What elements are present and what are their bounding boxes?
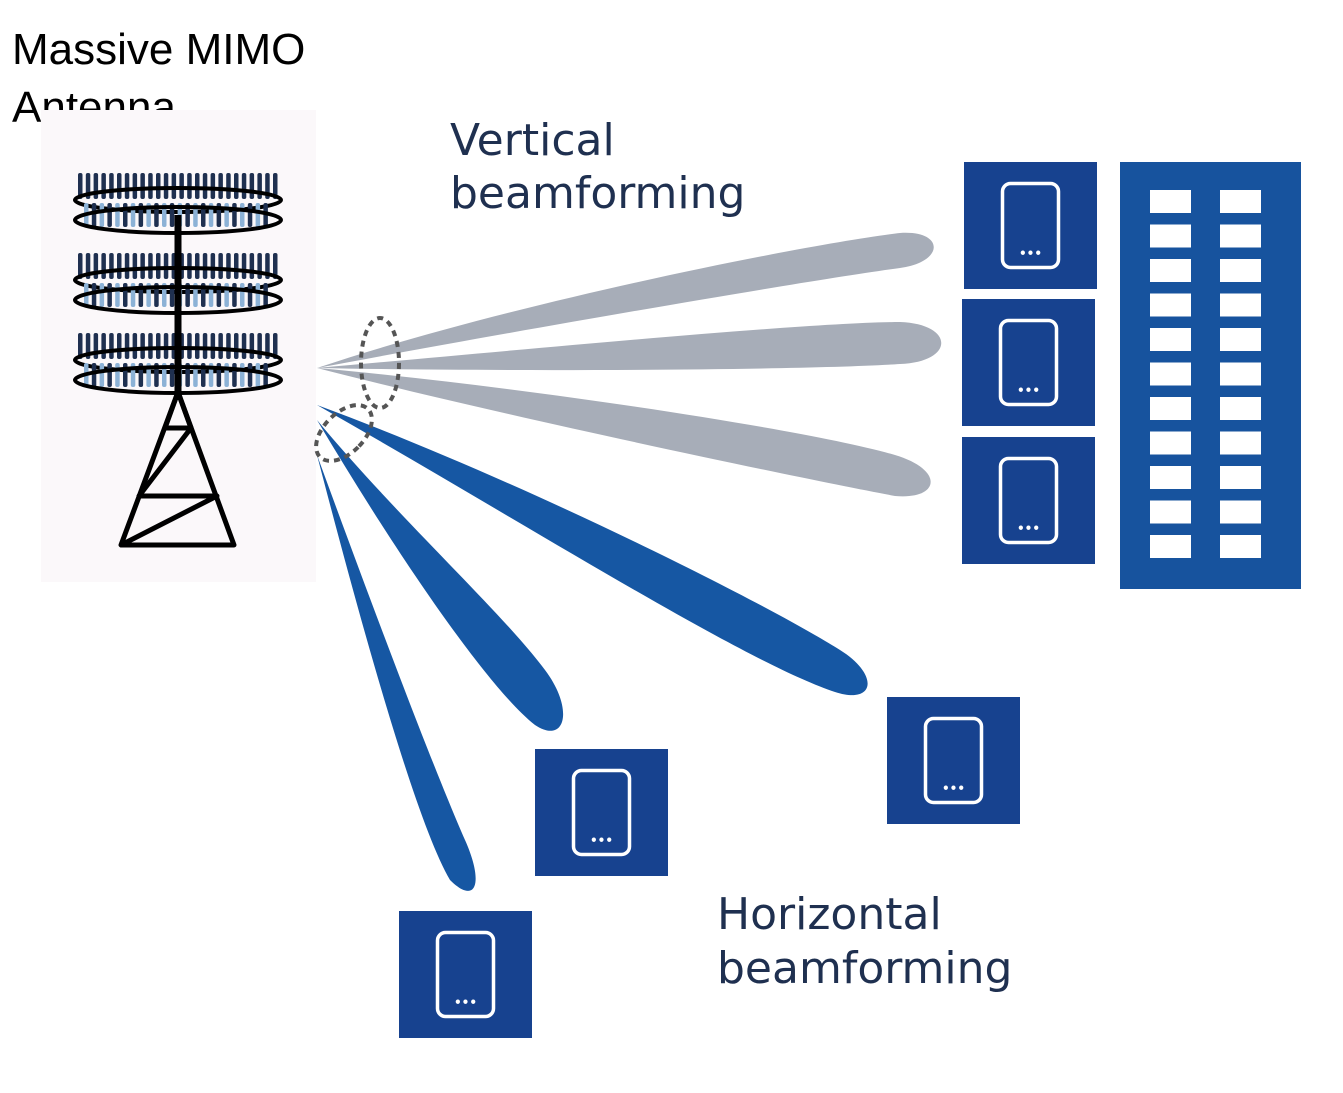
- smartphone-icon: •••: [923, 716, 984, 805]
- diagram-title-line1: Massive MIMO: [12, 25, 305, 74]
- horizontal-beam-1: [317, 405, 868, 696]
- tower-lattice: [118, 389, 237, 548]
- horizontal-beam-3: [317, 455, 476, 891]
- building-window: [1220, 431, 1261, 455]
- vertical-beam-3: [317, 368, 931, 497]
- antenna-tower-icon: [73, 173, 283, 548]
- horizontal-beamforming-label-line2: beamforming: [717, 943, 1012, 994]
- smartphone-icon: •••: [571, 768, 632, 857]
- horizontal-beamforming-label-line1: Horizontal: [717, 889, 942, 940]
- building-window: [1150, 397, 1191, 420]
- building-window: [1220, 190, 1261, 213]
- building-window: [1220, 397, 1261, 420]
- building-window: [1150, 259, 1191, 282]
- vertical-beam-2: [317, 322, 942, 371]
- building-window: [1150, 466, 1191, 489]
- building-window: [1220, 535, 1261, 558]
- building-window: [1220, 466, 1261, 489]
- horizontal-beam-2: [317, 420, 564, 731]
- device-tile-3: •••: [962, 437, 1095, 564]
- building-window: [1150, 500, 1191, 524]
- building-window: [1150, 328, 1191, 351]
- vertical-beams: [317, 232, 942, 497]
- building-icon: [1120, 162, 1301, 589]
- building-window: [1150, 362, 1191, 386]
- device-indicator: •••: [942, 782, 965, 796]
- device-indicator: •••: [454, 996, 477, 1010]
- smartphone-icon: •••: [998, 318, 1059, 407]
- device-indicator: •••: [1017, 384, 1040, 398]
- building-window: [1150, 535, 1191, 558]
- vertical-beamforming-label-line1: Vertical: [450, 115, 615, 166]
- device-indicator: •••: [1019, 247, 1042, 261]
- building-window: [1220, 224, 1261, 248]
- smartphone-icon: •••: [998, 456, 1059, 545]
- devices: ••• ••• ••• ••• ••• •••: [399, 162, 1097, 1038]
- device-tile-4: •••: [887, 697, 1020, 824]
- building-window: [1150, 224, 1191, 248]
- device-tile-6: •••: [399, 911, 532, 1038]
- vertical-beamforming-label-line2: beamforming: [450, 168, 745, 219]
- building-window: [1150, 431, 1191, 455]
- antenna-ring-3: [73, 333, 283, 395]
- device-tile-5: •••: [535, 749, 668, 876]
- device-indicator: •••: [590, 834, 613, 848]
- building-window: [1220, 293, 1261, 317]
- building-window: [1220, 362, 1261, 386]
- building-window: [1220, 500, 1261, 524]
- smartphone-icon: •••: [1000, 181, 1061, 270]
- building-window: [1220, 328, 1261, 351]
- device-tile-2: •••: [962, 299, 1095, 426]
- building-window: [1220, 259, 1261, 282]
- smartphone-icon: •••: [435, 930, 496, 1019]
- device-indicator: •••: [1017, 522, 1040, 536]
- vertical-beam-origin-ellipse: [359, 316, 401, 410]
- device-tile-1: •••: [964, 162, 1097, 289]
- building-window: [1150, 190, 1191, 213]
- building-window: [1150, 293, 1191, 317]
- horizontal-beams: [317, 405, 868, 891]
- vertical-beam-1: [317, 232, 934, 368]
